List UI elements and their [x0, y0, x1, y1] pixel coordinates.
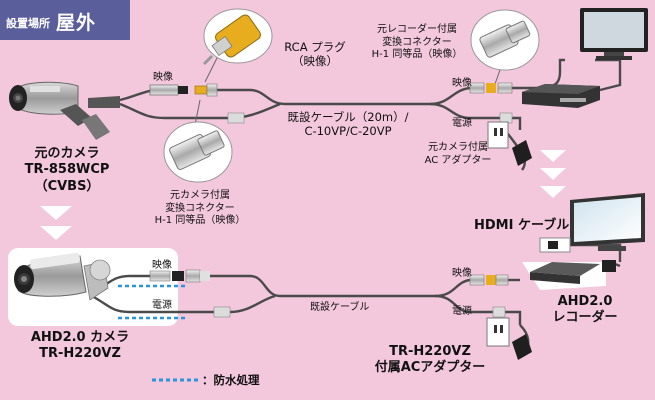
old-camera-label: 元のカメラ TR-858WCP （CVBS） [12, 146, 122, 195]
cam-connector-line2: 変換コネクター [165, 202, 235, 214]
old-camera-model: TR-858WCP [24, 162, 110, 178]
new-cable-label: 既設ケーブル [310, 302, 370, 313]
new-cable [91, 243, 622, 353]
new-recorder-line2: レコーダー [552, 310, 618, 326]
new-recorder-line1: AHD2.0 [557, 294, 613, 309]
old-adapter-line1: 元カメラ付属 [428, 142, 488, 153]
old-cable-label: 既設ケーブル（20m）/ C-10VP/C-20VP [278, 110, 418, 139]
location-value: 屋外 [56, 12, 97, 34]
old-cable-line2: C-10VP/C-20VP [304, 124, 392, 139]
old-video-label: 映像 [153, 72, 173, 83]
cam-connector-line1: 元カメラ付属 [170, 190, 230, 201]
new-camera-line2: TR-H220VZ [39, 346, 121, 362]
new-monitor [570, 193, 645, 251]
rec-connector-label: 元レコーダー付属 変換コネクター H-1 同等品（映像） [365, 24, 469, 62]
rca-plug-line2: （映像） [292, 54, 338, 69]
new-recorder-label: AHD2.0 レコーダー [530, 294, 640, 327]
old-cable-line1: 既設ケーブル（20m）/ [287, 110, 409, 124]
new-camera [14, 252, 111, 301]
old-adapter-line2: AC アダプター [424, 154, 492, 166]
cam-connector-line3: H-1 同等品（映像） [154, 215, 246, 226]
hdmi-cable-label: HDMI ケーブル [474, 218, 570, 233]
old-rec-video-label: 映像 [452, 78, 472, 89]
new-camera-line1: AHD2.0 カメラ [30, 330, 130, 345]
new-adapter-line2: 付属ACアダプター [374, 360, 486, 376]
old-ac-adapter [487, 121, 532, 166]
rca-plug-label: RCA プラグ （映像） [280, 40, 350, 69]
rec-connector-line3: H-1 同等品（映像） [371, 49, 463, 60]
new-recorder [522, 260, 616, 290]
flow-arrows [40, 150, 566, 240]
new-camera-label: AHD2.0 カメラ TR-H220VZ [10, 330, 150, 363]
new-rec-power-label: 電源 [452, 306, 472, 317]
old-camera-type: （CVBS） [34, 178, 100, 194]
old-rec-power-label: 電源 [452, 118, 472, 129]
legend-label: ：防水処理 [202, 373, 260, 387]
location-header: 設置場所 屋外 [0, 0, 130, 40]
new-adapter-label: TR-H220VZ 付属ACアダプター [360, 344, 500, 377]
old-camera [9, 81, 120, 140]
new-power-label: 電源 [152, 300, 172, 311]
rca-plug-callout [202, 8, 273, 83]
waterproof-dotted [118, 284, 186, 320]
location-label: 設置場所 [6, 17, 50, 30]
old-recorder [522, 84, 600, 108]
rec-connector-line2: 変換コネクター [382, 36, 452, 48]
new-ac-adapter [486, 317, 532, 360]
new-adapter-line1: TR-H220VZ [389, 344, 471, 359]
cam-connector-label: 元カメラ付属 変換コネクター H-1 同等品（映像） [140, 190, 260, 228]
rca-plug-line1: RCA プラグ [284, 40, 346, 54]
old-monitor [580, 8, 648, 60]
new-rec-video-label: 映像 [452, 268, 472, 279]
old-camera-name: 元のカメラ [34, 146, 100, 161]
rec-connector-callout [470, 9, 540, 85]
old-adapter-label: 元カメラ付属 AC アダプター [418, 142, 498, 167]
rec-connector-line1: 元レコーダー付属 [377, 24, 457, 35]
cam-connector-callout [163, 99, 233, 183]
new-video-label: 映像 [152, 260, 172, 271]
